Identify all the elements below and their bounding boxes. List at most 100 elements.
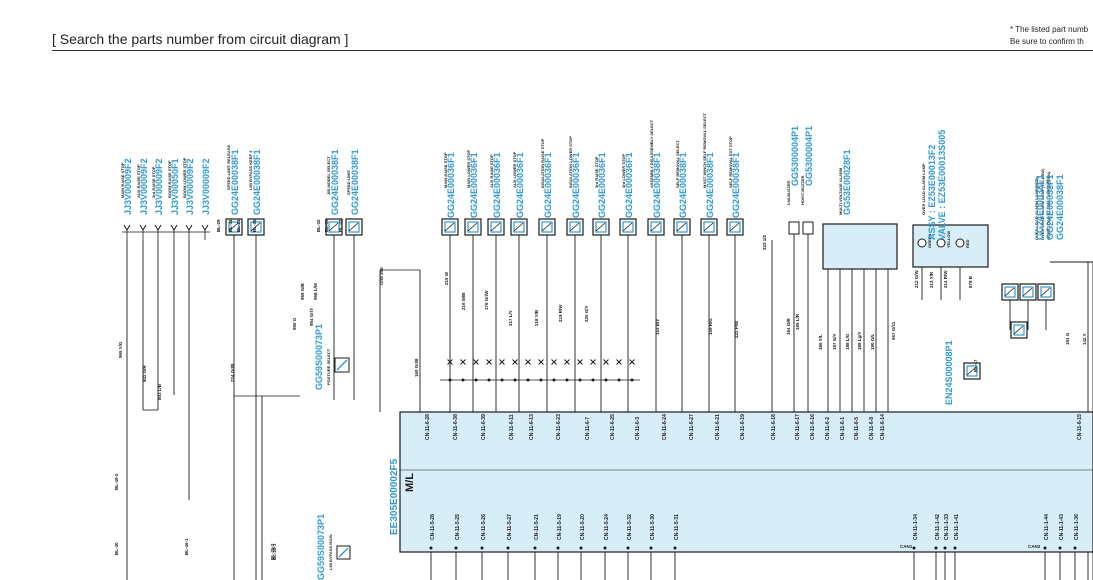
limit-switch-symbol: [185, 224, 193, 231]
connector-label: CN-11-5-27: [507, 514, 513, 540]
relay-function-label: MAIN RAISE STOP: [443, 152, 448, 188]
part-number-label: GG5300004P1: [804, 126, 814, 186]
relay-coil: [595, 221, 607, 233]
relay-box: [325, 218, 343, 236]
limit-switch-symbol: [170, 224, 178, 231]
connector-label: CN-11-1-44: [1044, 514, 1050, 540]
relay-contact: [729, 222, 740, 232]
relay-contact: [1013, 325, 1024, 335]
posture-function-label: POSTURE SELECT: [326, 348, 331, 385]
multi-voltage-alarm-box: [822, 223, 898, 270]
wire-crossing: [603, 359, 609, 365]
block-label: BL-29: [216, 219, 221, 232]
wire-label: 186 Y/L: [818, 334, 823, 350]
relay-function-label: OVER LOAD ALARM LAMP(RED): [1034, 177, 1039, 240]
connector-label: CN-11-6-7: [585, 417, 591, 440]
wire-label: 223 1/2: [762, 234, 767, 250]
relay-box: [487, 218, 505, 236]
crossing-mark: [590, 359, 596, 365]
connector-label: CN-11-1-36: [1074, 514, 1080, 540]
lamp-symbol: [936, 238, 946, 248]
connector-label: CN-11-6-18: [771, 414, 777, 440]
relay-function-label: OVER LOAD ALARM LAMP(GREEN): [1046, 171, 1051, 240]
connector-label: CN-11-6-14: [880, 414, 886, 440]
wire-label: 803 L/B: [157, 383, 162, 400]
wire-label: 958 L/W: [313, 282, 318, 300]
wire-label: 802 G/R: [142, 364, 147, 382]
wire-junction: [673, 546, 677, 550]
relay-contact: [966, 366, 977, 376]
relay-box: [592, 218, 610, 236]
wire-crossing: [577, 359, 583, 365]
limit-switch-symbol: [154, 224, 162, 231]
wire-label: 185 L/R: [795, 313, 800, 330]
wire-crossing: [486, 359, 492, 365]
part-number-label: GG24E00036F1: [492, 152, 502, 218]
block-label: BL-28-1: [272, 543, 277, 560]
buzzer-label: HOIST-BUZZER: [800, 175, 805, 205]
part-number-label: GG24E00036F1: [597, 152, 607, 218]
limit-switch-symbol: [139, 224, 147, 231]
wire-junction: [552, 378, 556, 382]
part-number-label: GG24E00036F1: [624, 152, 634, 218]
connector-label: CN-11-6-17: [795, 414, 801, 440]
connector-label: CN-11-6-21: [715, 414, 721, 440]
relay-box: [464, 218, 482, 236]
wire-label: 190 G/L: [870, 333, 875, 350]
relay-function-label: AUX LOWER STOP: [512, 151, 517, 188]
lamp-symbol: [955, 238, 965, 248]
wire-junction: [617, 378, 621, 382]
part-number-label: GG24E00036F1: [571, 152, 581, 218]
crossing-mark: [577, 359, 583, 365]
wire-junction: [454, 546, 458, 550]
connector-label: CN-11-6-13: [529, 414, 535, 440]
relay-coil: [1022, 286, 1034, 298]
relay-box: [673, 218, 691, 236]
crossing-mark: [564, 359, 570, 365]
wire-junction: [934, 546, 938, 550]
block-label: BL-36: [324, 219, 329, 232]
relay-coil: [328, 221, 340, 233]
lamp-color-label: YELLOW: [946, 231, 951, 248]
relay-contact: [1022, 287, 1033, 297]
relay-coil: [1013, 324, 1025, 336]
wire-crossing: [512, 359, 518, 365]
connector-label: CN-11-6-3: [635, 417, 641, 440]
controller-ml-label: M/L: [404, 473, 416, 492]
wire-crossing: [499, 359, 505, 365]
wire-crossing: [564, 359, 570, 365]
part-number-label: GG24E00036F1: [543, 152, 553, 218]
relay-coil: [513, 221, 525, 233]
wire-junction: [630, 378, 634, 382]
relay-box: [566, 218, 584, 236]
can-label: CAN2: [1028, 544, 1041, 549]
relay-coil: [676, 221, 688, 233]
relay-coil: [467, 221, 479, 233]
connector-label: CN-11-5-32: [627, 514, 633, 540]
lmi-bypass-part-label: GG59S00073P1: [316, 514, 326, 580]
wire-label: 187 G/Y: [832, 333, 837, 350]
relay-function-label: INSULATION RAISE STOP: [540, 138, 545, 188]
relay-contact: [541, 222, 552, 232]
relay-coil: [729, 221, 741, 233]
wire-label: 879 B: [968, 275, 973, 288]
wire-label: 215 W: [444, 271, 449, 285]
switch-function-label: MAIN RAISE STOP: [120, 162, 125, 198]
switch-function-label: BOOM RAISE STOP: [167, 160, 172, 198]
wire-label: 214 R/W: [943, 270, 948, 288]
crossing-mark: [603, 359, 609, 365]
wire-label: 160 Gr/B: [414, 358, 419, 377]
connector-label: CN-11-5-26: [481, 514, 487, 540]
relay-function-label: AUX RAISE STOP: [489, 154, 494, 188]
relay-box: [538, 218, 556, 236]
part-number-label: JJ3V00009F2: [123, 158, 133, 215]
connector-label: CN-11-5-19: [557, 514, 563, 540]
relay-contact: [328, 222, 339, 232]
relay-box: [510, 218, 528, 236]
connector-label: CN-11-6-8: [869, 417, 875, 440]
wire-label: 954 Gr/Y: [309, 308, 314, 326]
part-number-label: GG24E00038F1: [705, 152, 715, 218]
relay-box: [1037, 283, 1055, 301]
connector-label: CN-11-5-21: [534, 514, 540, 540]
